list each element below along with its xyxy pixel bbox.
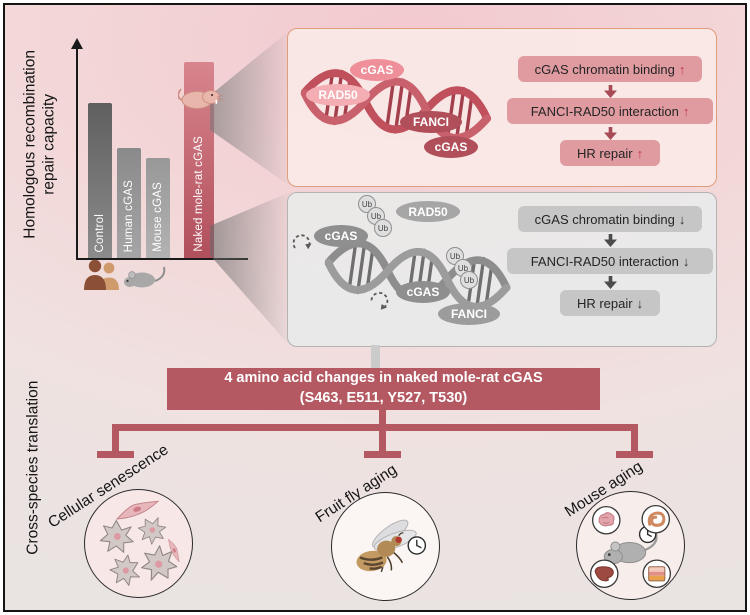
step-hr-repair: HR repair ↓ xyxy=(560,290,660,316)
human-icons xyxy=(84,259,119,290)
branch-stem-center-top xyxy=(379,410,386,426)
branch-tbar-center xyxy=(364,451,401,458)
cgas-oval: cGAS xyxy=(396,281,450,303)
down-arrow-icon xyxy=(604,85,617,98)
step-label: HR repair xyxy=(576,145,633,161)
step-label: cGAS chromatin binding xyxy=(534,211,675,227)
step-label: HR repair xyxy=(576,295,633,311)
branch-tbar-right xyxy=(616,451,653,458)
bar-label: Naked mole-rat cGAS xyxy=(193,136,205,252)
dashed-cycle-arrow-icon xyxy=(370,291,389,310)
ubiquitin-badge: Ub xyxy=(374,219,392,237)
step-hr-repair: HR repair ↑ xyxy=(560,140,660,166)
bar-label: Human cGAS xyxy=(123,179,135,252)
naked-mole-rat-icon xyxy=(178,88,224,109)
fanci-oval: FANCI xyxy=(438,303,500,325)
nmr-cgas-panel: cGAS RAD50 FANCI cGAS cGAS chromatin bin… xyxy=(287,28,717,187)
branch-drop-right xyxy=(631,429,638,453)
bar-label: Control xyxy=(94,213,106,252)
clock-icon xyxy=(407,536,427,555)
down-arrow-icon: ↓ xyxy=(636,295,644,311)
down-arrow-icon: ↓ xyxy=(678,211,686,227)
branch-horizontal-bar xyxy=(112,424,638,431)
cgas-oval: cGAS xyxy=(350,59,404,81)
mouse-icon xyxy=(124,266,166,288)
y-axis-arrow-icon xyxy=(71,38,83,49)
step-chromatin-binding: cGAS chromatin binding ↑ xyxy=(518,56,702,82)
fruit-fly-icon xyxy=(356,519,427,573)
mouse-aging-circle xyxy=(576,491,685,600)
fruit-fly-circle xyxy=(331,492,440,601)
up-arrow-icon: ↑ xyxy=(682,103,690,119)
rad50-oval: RAD50 xyxy=(306,84,370,106)
amino-acid-banner: 4 amino acid changes in naked mole-rat c… xyxy=(167,368,600,410)
cgas-oval: cGAS xyxy=(314,225,368,247)
chart-bar-2: Human cGAS xyxy=(117,148,141,258)
banner-line1: 4 amino acid changes in naked mole-rat c… xyxy=(224,370,543,387)
chart-bar-3: Mouse cGAS xyxy=(146,158,170,258)
branch-tbar-left xyxy=(97,451,134,458)
step-label: FANCI-RAD50 interaction xyxy=(530,253,679,269)
mouse-icon xyxy=(603,532,658,565)
down-arrow-icon xyxy=(604,234,617,247)
step-fanci-rad50: FANCI-RAD50 interaction ↑ xyxy=(507,98,713,124)
x-axis-line xyxy=(76,258,248,260)
figure-frame: Homologous recombination repair capacity… xyxy=(3,3,747,612)
step-fanci-rad50: FANCI-RAD50 interaction ↓ xyxy=(507,248,713,274)
liver-icon xyxy=(589,559,619,589)
dashed-cycle-arrow-icon xyxy=(292,234,312,250)
chart-bar-1: Control xyxy=(88,103,112,258)
skin-icon xyxy=(642,559,672,589)
zoom-wedge-bottom xyxy=(210,192,290,346)
senescent-cells-icon xyxy=(99,496,184,591)
step-chromatin-binding: cGAS chromatin binding ↓ xyxy=(518,206,702,232)
axis-label-line2: repair capacity xyxy=(41,93,58,195)
fanci-oval: FANCI xyxy=(400,111,462,133)
step-label: FANCI-RAD50 interaction xyxy=(530,103,679,119)
mouse-aging-icon xyxy=(589,504,672,589)
bar-label: Mouse cGAS xyxy=(152,182,164,252)
intestine-icon xyxy=(641,504,671,534)
ubiquitin-badge: Ub xyxy=(460,271,478,289)
humans-and-mouse-icon xyxy=(84,259,166,290)
panel-to-banner-connector xyxy=(371,345,380,370)
branch-drop-center xyxy=(379,429,386,453)
down-arrow-icon xyxy=(604,276,617,289)
other-cgas-panel: RAD50 cGAS Ub Ub Ub cGAS Ub Ub Ub FANCI … xyxy=(287,192,717,347)
axis-label-line1: Homologous recombination xyxy=(21,50,39,239)
step-label: cGAS chromatin binding xyxy=(534,61,675,77)
down-arrow-icon: ↓ xyxy=(682,253,690,269)
rad50-oval: RAD50 xyxy=(396,201,460,222)
y-axis-line xyxy=(76,48,78,258)
axis-label-hr-capacity: Homologous recombination repair capacity xyxy=(21,24,60,264)
banner-line2: (S463, E511, Y527, T530) xyxy=(299,390,468,406)
cgas-oval: cGAS xyxy=(424,136,478,158)
section-label-cross-species: Cross-species translation xyxy=(24,380,42,555)
down-arrow-icon xyxy=(604,127,617,140)
up-arrow-icon: ↑ xyxy=(678,61,686,77)
brain-icon xyxy=(591,505,621,535)
up-arrow-icon: ↑ xyxy=(636,145,644,161)
branch-drop-left xyxy=(112,429,119,453)
senescence-circle xyxy=(84,489,193,598)
